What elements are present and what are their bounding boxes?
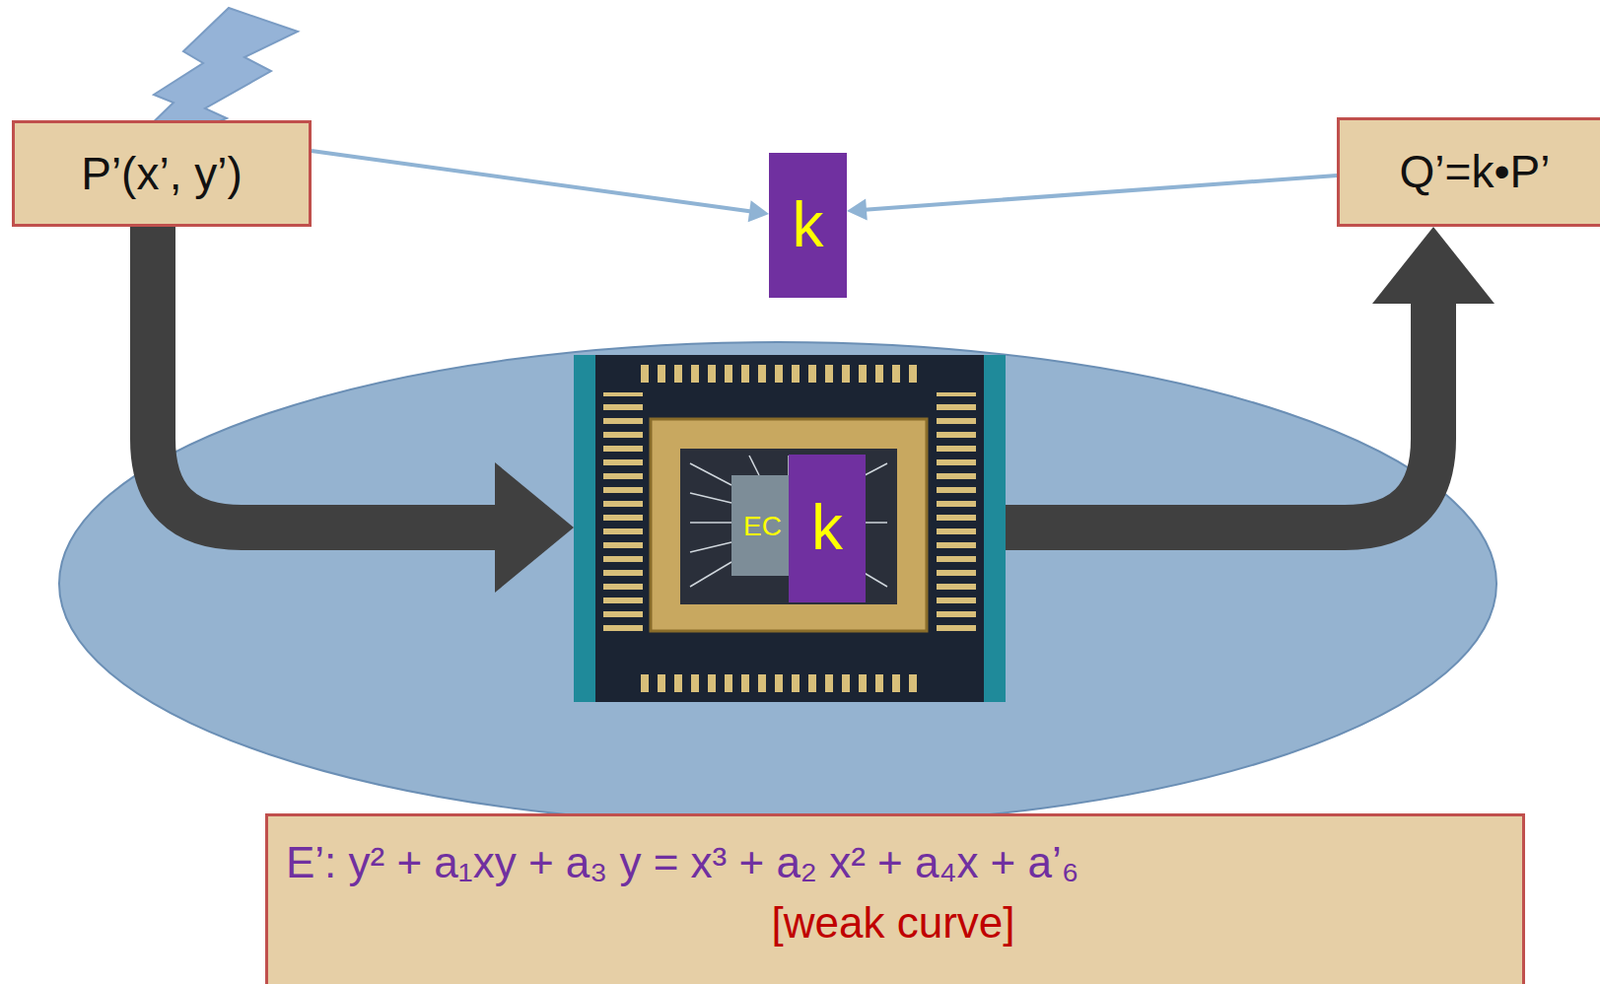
connector [311, 150, 769, 222]
input-point-box: P’(x’, y’) [11, 120, 312, 227]
connector-line [311, 150, 752, 212]
chip-node: EC k [573, 354, 1006, 702]
key-box: k [768, 152, 847, 298]
connector-line [152, 226, 497, 528]
node-text: P’(x’, y’) [80, 147, 243, 201]
node-text: [weak curve] [771, 898, 1016, 949]
curve-equation-box: E’: y² + a₁xy + a₃ y = x³ + a₂ x² + a₄x … [265, 813, 1526, 984]
arrow-head [1372, 226, 1495, 304]
chip-key-box: k [788, 454, 866, 603]
chip-picture [573, 354, 1006, 702]
node-text: k [811, 491, 843, 565]
arrow-head [494, 462, 574, 593]
connector [1005, 226, 1495, 528]
device-ellipse [59, 342, 1497, 826]
node-text: E’: y² + a₁xy + a₃ y = x³ + a₂ x² + a₄x … [285, 837, 1080, 889]
connector [152, 226, 574, 593]
node-text: k [792, 189, 825, 263]
arrow-head [846, 199, 868, 221]
node-text: Q’=k•P’ [1399, 145, 1551, 199]
arrow-head [748, 200, 769, 222]
connector-line [1005, 301, 1434, 528]
connector-line [864, 175, 1337, 210]
connector [846, 175, 1337, 221]
node-text: EC [743, 510, 782, 543]
output-point-box: Q’=k•P’ [1336, 117, 1600, 227]
